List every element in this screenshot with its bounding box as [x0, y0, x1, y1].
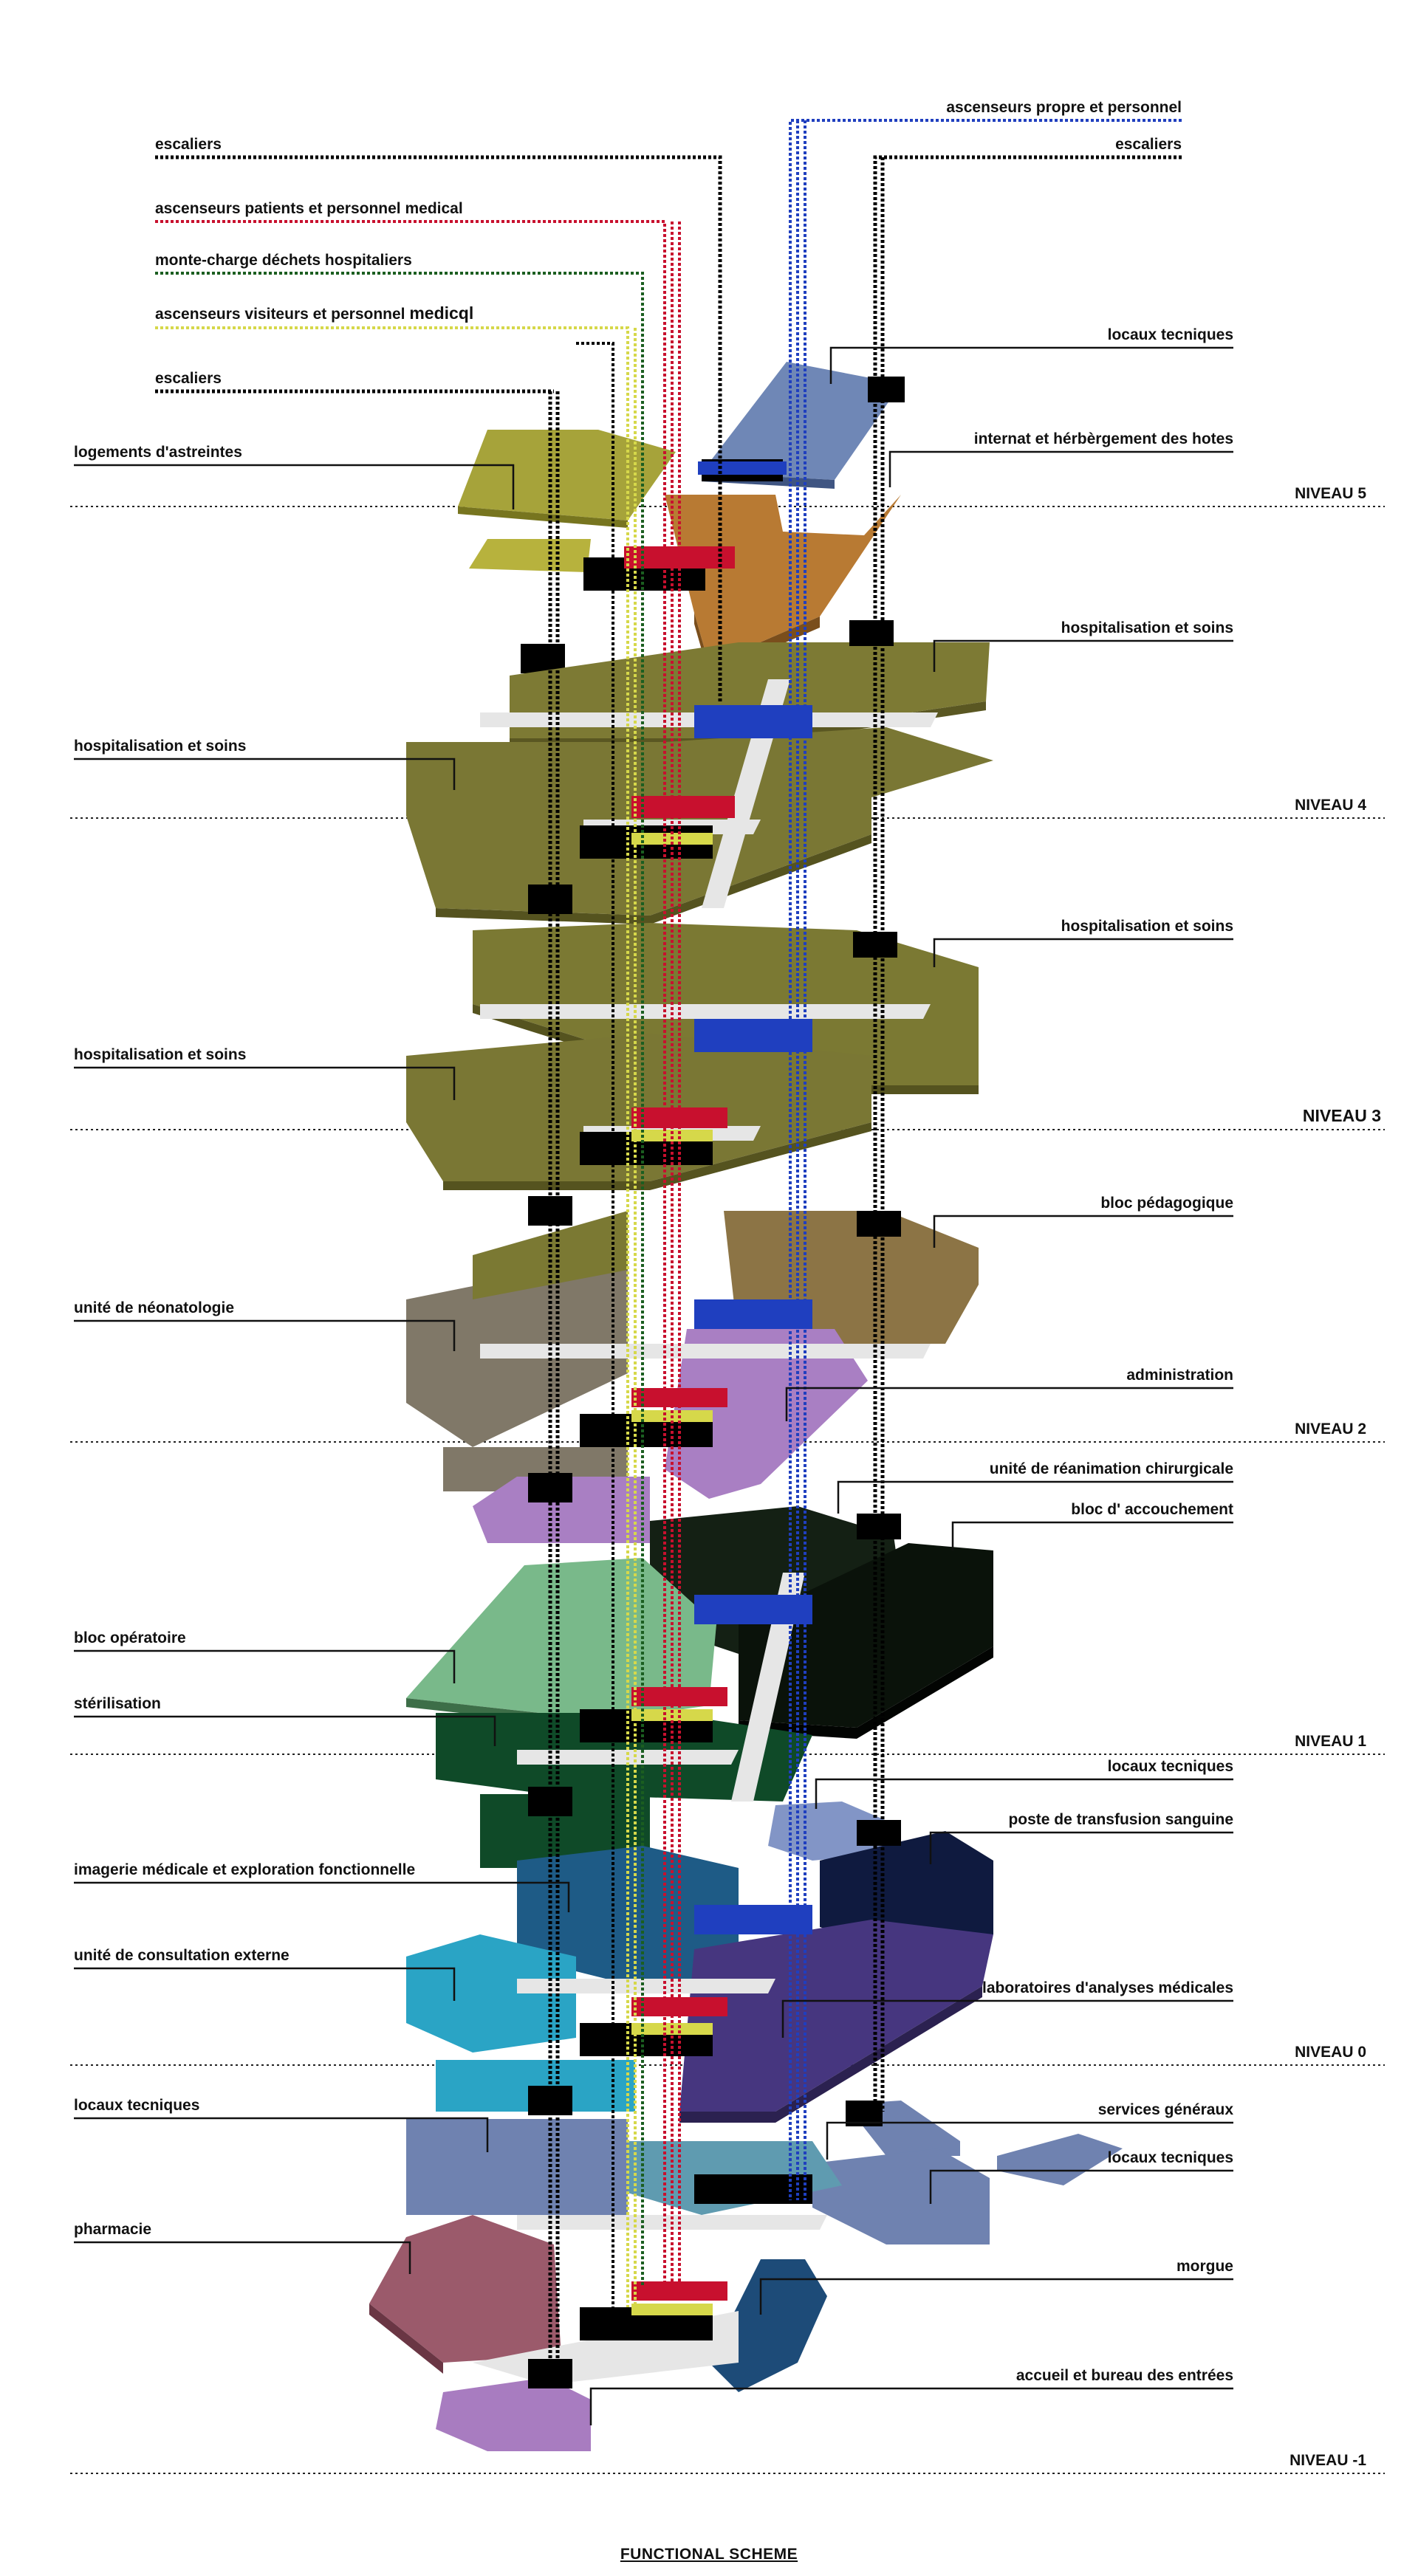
floor-niveau-0	[406, 1802, 993, 2123]
label-imagerie: imagerie médicale et exploration fonctio…	[74, 1861, 415, 1878]
zone-locaux-tecniques-m1-left	[406, 2119, 628, 2215]
label-accouchement: bloc d' accouchement	[1071, 1501, 1233, 1518]
shaft-waste-lift	[155, 272, 644, 2285]
level-labels: NIVEAU 5 NIVEAU 4 NIVEAU 3 NIVEAU 2 NIVE…	[1289, 485, 1381, 2469]
label-locaux-tecniques-m1-left: locaux tecniques	[74, 2097, 199, 2114]
label-laboratoires: laboratoires d'analyses médicales	[982, 1979, 1233, 1996]
label-accueil: accueil et bureau des entrées	[1016, 2367, 1233, 2384]
shaft-black-inner	[576, 342, 614, 2311]
zone-logements-astreintes-2	[469, 539, 591, 572]
level-label-niveau-5: NIVEAU 5	[1295, 485, 1366, 502]
zone-administration	[665, 1329, 868, 1499]
shaft-stairs-left	[155, 155, 722, 2366]
label-internat: internat et hérbèrgement des hotes	[974, 430, 1233, 447]
label-visitor-elevators-prefix: ascenseurs visiteurs et personnel	[155, 306, 409, 323]
floor-niveau-3	[406, 923, 979, 1226]
label-bloc-pedagogique: bloc pédagogique	[1100, 1195, 1233, 1212]
label-locaux-tecniques-m1-right: locaux tecniques	[1108, 2149, 1233, 2166]
zone-bloc-accouchement	[739, 1543, 993, 1728]
label-stairs-left-top: escaliers	[155, 136, 222, 153]
label-patient-elevators: ascenseurs patients et personnel medical	[155, 200, 463, 217]
shaft-clean-elevators	[789, 119, 1182, 2200]
floor-niveau-4	[406, 620, 993, 924]
floor-niveau-2	[406, 1211, 979, 1543]
zone-transfusion	[820, 1831, 993, 1949]
circulation-legend: escaliers ascenseurs patients et personn…	[155, 99, 1182, 387]
label-reanimation: unité de réanimation chirurgicale	[990, 1460, 1233, 1477]
label-neonatologie: unité de néonatologie	[74, 1299, 234, 1316]
label-stairs-left-lower: escaliers	[155, 370, 222, 387]
label-stairs-right: escaliers	[1115, 136, 1182, 153]
floor-niveau-5	[458, 362, 905, 676]
label-hosp-soins-3-right: hospitalisation et soins	[1061, 918, 1233, 935]
label-consultation: unité de consultation externe	[74, 1947, 290, 1964]
label-morgue: morgue	[1176, 2258, 1233, 2275]
zone-consultation	[406, 1934, 576, 2053]
zone-laboratoires	[679, 1920, 993, 2112]
level-label-niveau-2: NIVEAU 2	[1295, 1421, 1366, 1438]
figure-caption: FUNCTIONAL SCHEME	[620, 2546, 798, 2563]
level-label-niveau-3: NIVEAU 3	[1303, 1106, 1381, 1125]
level-label-niveau-m1: NIVEAU -1	[1289, 2452, 1366, 2469]
level-label-niveau-4: NIVEAU 4	[1295, 797, 1366, 814]
label-waste-lift: monte-charge déchets hospitaliers	[155, 252, 412, 269]
label-hosp-soins-4-right: hospitalisation et soins	[1061, 619, 1233, 636]
zone-bloc-operatoire	[406, 1558, 716, 1720]
level-label-niveau-1: NIVEAU 1	[1295, 1733, 1366, 1750]
floor-niveau-m1	[369, 2101, 1123, 2451]
label-clean-elevators: ascenseurs propre et personnel	[946, 99, 1182, 116]
label-transfusion: poste de transfusion sanguine	[1008, 1811, 1233, 1828]
zone-locaux-tecniques-n5	[702, 362, 901, 480]
label-logements: logements d'astreintes	[74, 444, 242, 461]
function-labels: locaux tecniques logements d'astreintes …	[74, 326, 1233, 2384]
leader-lines	[74, 346, 1233, 2425]
label-hosp-soins-4-left: hospitalisation et soins	[74, 738, 246, 755]
floor-niveau-1	[406, 1506, 993, 1868]
shaft-patient-elevators	[155, 220, 681, 2285]
label-visitor-elevators: ascenseurs visiteurs et personnel medicq…	[155, 303, 473, 323]
label-sterilisation: stérilisation	[74, 1695, 161, 1712]
label-administration: administration	[1126, 1367, 1233, 1384]
label-services-generaux: services généraux	[1098, 2101, 1234, 2118]
shaft-stairs-right	[873, 155, 1182, 2112]
zone-accueil	[436, 2377, 591, 2451]
label-locaux-tecniques-top: locaux tecniques	[1108, 326, 1233, 343]
label-hosp-soins-3-left: hospitalisation et soins	[74, 1046, 246, 1063]
zone-imagerie	[517, 1846, 739, 1986]
label-visitor-elevators-suffix: medicql	[409, 303, 473, 323]
label-pharmacie: pharmacie	[74, 2221, 151, 2238]
shaft-visitor-elevators	[155, 326, 637, 2307]
zone-internat	[665, 495, 901, 664]
level-label-niveau-0: NIVEAU 0	[1295, 2044, 1366, 2061]
label-bloc-operatoire: bloc opératoire	[74, 1629, 186, 1646]
zone-pharmacie	[369, 2215, 561, 2363]
label-locaux-tecniques-n0: locaux tecniques	[1108, 1758, 1233, 1775]
